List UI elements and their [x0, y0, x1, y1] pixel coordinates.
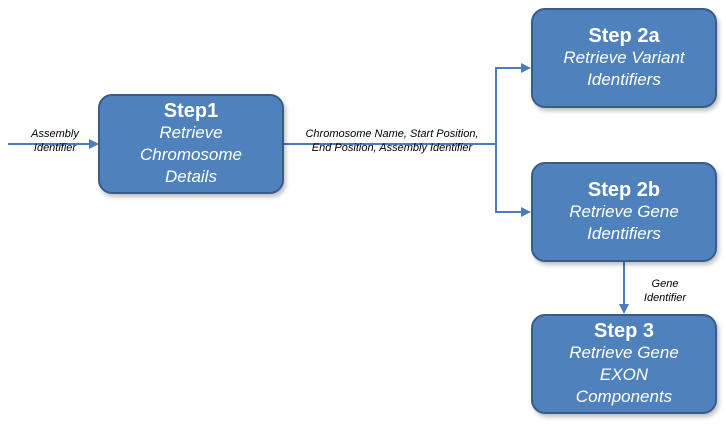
- input-label: Assembly Identifier: [31, 128, 79, 154]
- step2a-title: Step 2a: [588, 25, 660, 47]
- step3-description: Retrieve Gene EXON Components: [569, 343, 679, 406]
- step2b-description: Retrieve Gene Identifiers: [569, 202, 679, 243]
- step1-box: Step1 Retrieve Chromosome Details: [98, 94, 284, 194]
- step2b-box: Step 2b Retrieve Gene Identifiers: [531, 162, 717, 262]
- step3-title: Step 3: [593, 320, 655, 342]
- step2b-title: Step 2b: [587, 179, 661, 201]
- step2a-box: Step 2a Retrieve Variant Identifiers: [531, 8, 717, 108]
- step2a-description: Retrieve Variant Identifiers: [563, 48, 685, 89]
- step2b-output-label: Gene Identifier: [643, 278, 687, 304]
- step3-box: Step 3 Retrieve Gene EXON Components: [531, 314, 717, 414]
- step1-output-label: Chromosome Name, Start Position, End Pos…: [305, 128, 479, 154]
- step1-title: Step1: [163, 100, 219, 122]
- step1-description: Retrieve Chromosome Details: [139, 123, 243, 186]
